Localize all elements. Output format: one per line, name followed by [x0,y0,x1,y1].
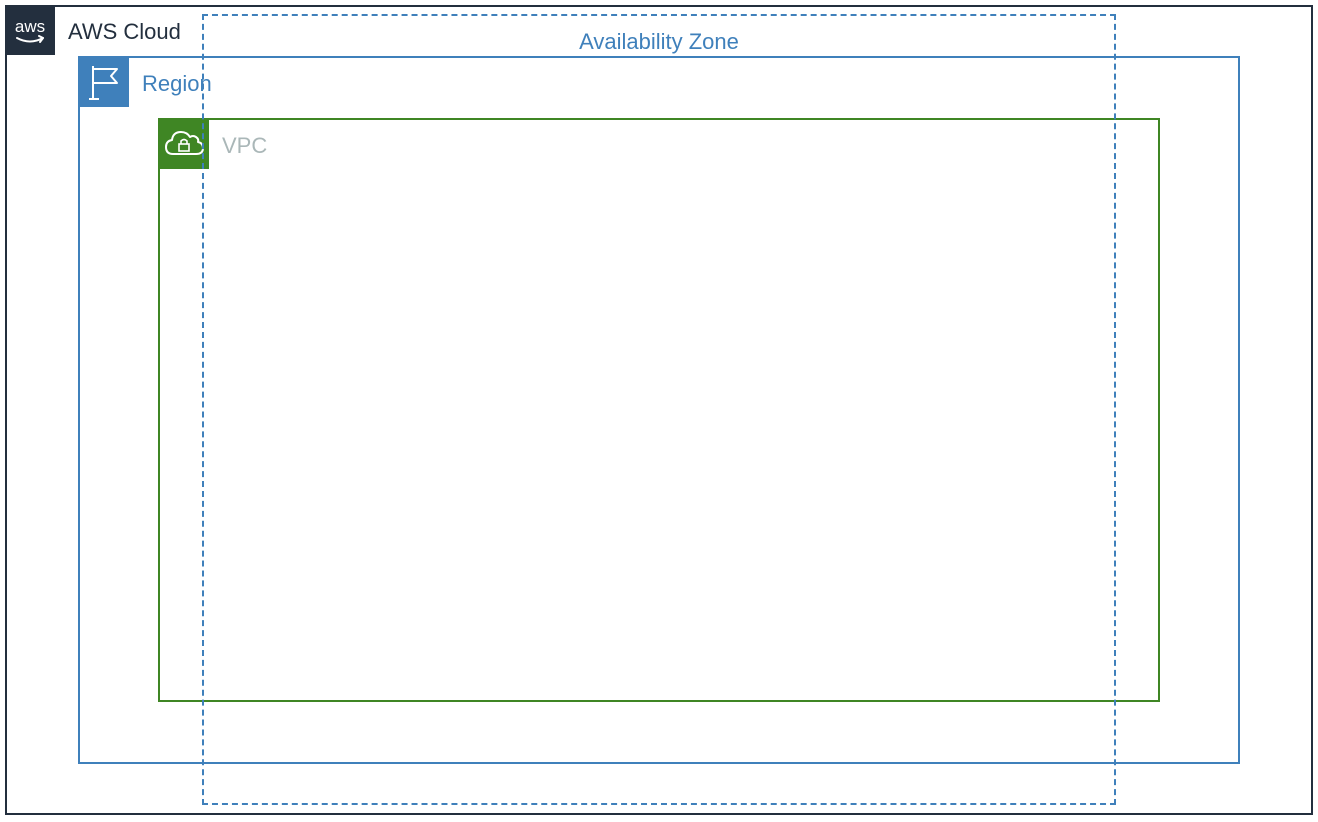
vpc-group [158,118,1160,702]
vpc-label: VPC [222,133,268,158]
aws-cloud-label: AWS Cloud [68,19,181,44]
region-group [78,56,1240,764]
availability-zone-group [202,14,1116,805]
region-label: Region [142,71,212,96]
svg-text:aws: aws [15,17,45,36]
aws-logo-icon: aws [5,5,55,55]
availability-zone-label: Availability Zone [579,29,739,54]
flag-icon [79,57,129,107]
aws-cloud-group [5,5,1313,815]
